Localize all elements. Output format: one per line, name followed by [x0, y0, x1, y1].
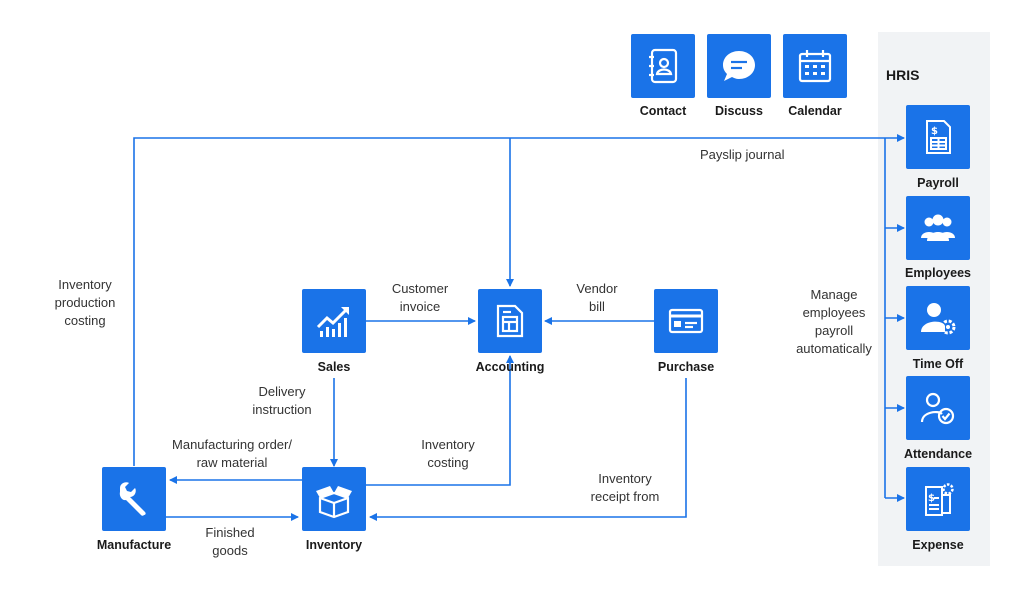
edge-inventory-accounting	[366, 355, 514, 486]
payroll-node[interactable]: $	[906, 105, 970, 169]
accounting-label: Accounting	[475, 360, 545, 374]
calendar-node[interactable]	[783, 34, 847, 98]
expense-label: Expense	[912, 538, 964, 552]
manufacturing-order-label: Manufacturing order/ raw material	[172, 437, 292, 470]
accounting-node[interactable]	[478, 289, 542, 353]
manage-employees-label: Manage employees payroll automatically	[796, 287, 872, 356]
employees-node[interactable]	[906, 196, 970, 260]
calendar-label: Calendar	[788, 104, 842, 118]
address-book-icon	[649, 48, 678, 84]
manufacture-label: Manufacture	[96, 538, 172, 552]
expense-receipt-icon: $	[925, 483, 954, 516]
time-off-label: Time Off	[912, 357, 964, 371]
payroll-label: Payroll	[917, 176, 959, 190]
payslip-document-icon: $	[926, 120, 951, 154]
discuss-label: Discuss	[715, 104, 763, 118]
inventory-production-costing-label: Inventory production costing	[54, 277, 116, 328]
time-off-node[interactable]	[906, 286, 970, 350]
finished-goods-label: Finished goods	[205, 525, 255, 558]
contact-label: Contact	[639, 104, 687, 118]
open-box-icon	[316, 486, 352, 519]
svg-text:$: $	[928, 493, 935, 504]
inventory-costing-label: Inventory costing	[421, 437, 475, 470]
rising-chart-icon	[316, 307, 349, 337]
contact-node[interactable]	[631, 34, 695, 98]
vendor-bill-label: Vendor bill	[576, 281, 618, 314]
attendance-label: Attendance	[903, 447, 973, 461]
calendar-icon	[798, 50, 832, 83]
sales-node[interactable]	[302, 289, 366, 353]
purchase-node[interactable]	[654, 289, 718, 353]
inventory-label: Inventory	[305, 538, 363, 552]
sales-label: Sales	[317, 360, 351, 374]
svg-text:$: $	[931, 126, 938, 137]
user-gear-icon	[921, 303, 956, 335]
customer-invoice-label: Customer invoice	[391, 281, 449, 314]
edge-manufacture-top	[133, 137, 885, 466]
user-check-icon	[920, 392, 955, 425]
chat-bubble-icon	[723, 51, 755, 81]
delivery-instruction-label: Delivery instruction	[252, 384, 312, 417]
hris-title: HRIS	[886, 67, 920, 83]
employees-label: Employees	[904, 266, 971, 280]
purchase-label: Purchase	[657, 360, 715, 374]
attendance-node[interactable]	[906, 376, 970, 440]
people-group-icon	[921, 214, 955, 241]
inventory-node[interactable]	[302, 467, 366, 531]
wrench-icon	[119, 482, 146, 516]
discuss-node[interactable]	[707, 34, 771, 98]
payslip-journal-label: Payslip journal	[700, 147, 785, 162]
credit-card-icon	[668, 308, 704, 334]
expense-node[interactable]: $	[906, 467, 970, 531]
ledger-document-icon	[496, 304, 524, 338]
manufacture-node[interactable]	[102, 467, 166, 531]
inventory-receipt-label: Inventory receipt from	[590, 471, 660, 504]
edge-purchase-inventory	[369, 378, 687, 521]
